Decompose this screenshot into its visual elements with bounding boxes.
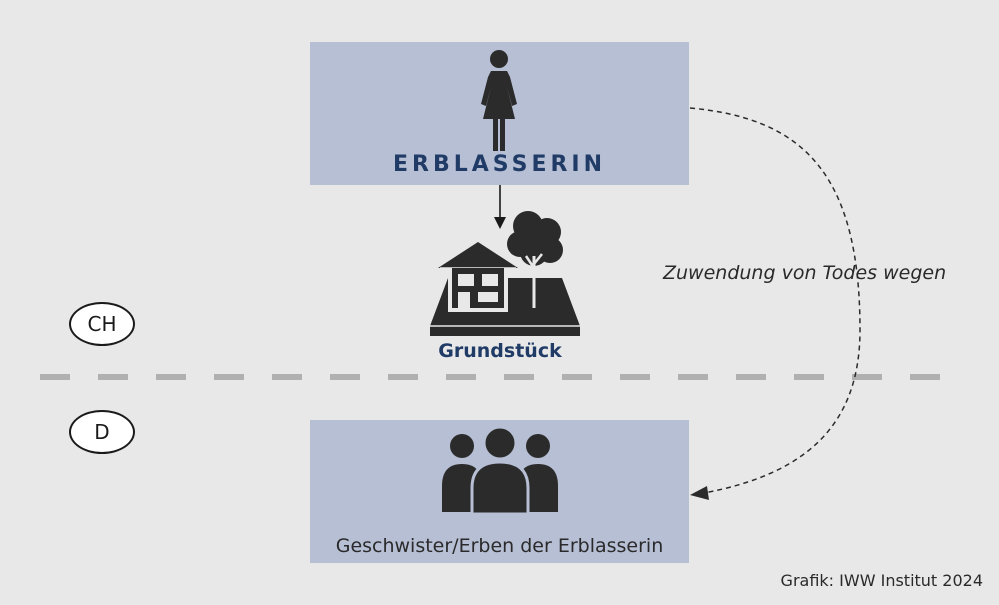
property-label: Grundstück (438, 340, 562, 362)
country-d-label: D (94, 420, 110, 444)
country-d-badge: D (69, 410, 135, 454)
heirs-box: Geschwister/Erben der Erblasserin (310, 420, 689, 563)
testator-box: ERBLASSERIN (310, 42, 689, 185)
country-ch-badge: CH (69, 302, 135, 346)
country-ch-label: CH (87, 312, 117, 336)
arrow-down-icon (494, 185, 506, 229)
testator-label: ERBLASSERIN (392, 152, 607, 177)
country-border-line (40, 374, 960, 380)
woman-icon (481, 50, 517, 151)
people-group-icon (442, 428, 558, 514)
heirs-label: Geschwister/Erben der Erblasserin (335, 535, 664, 557)
house-with-tree-icon (430, 211, 580, 336)
transfer-label: Zuwendung von Todes wegen (663, 262, 947, 284)
graphic-credit: Grafik: IWW Institut 2024 (780, 571, 983, 590)
